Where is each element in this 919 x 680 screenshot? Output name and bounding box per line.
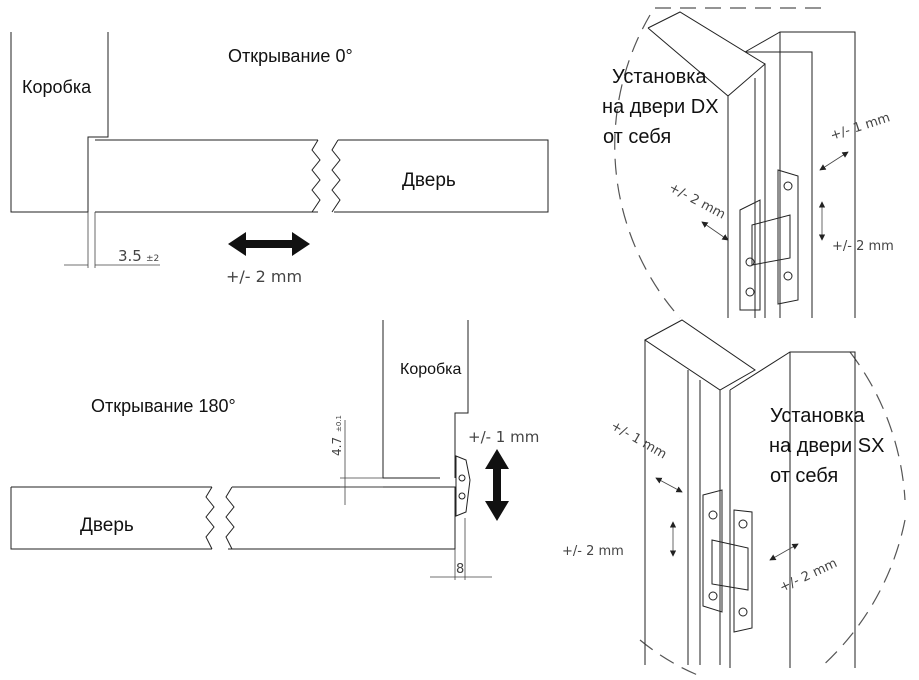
top-left-adjust-label: +/- 2 mm	[226, 267, 302, 286]
top-right-title-line1: Установка	[612, 66, 707, 88]
bottom-right-hinge-screw-2	[708, 591, 718, 601]
top-right-side-arrow-icon	[701, 221, 729, 241]
bottom-right-dashed-arc-top	[849, 351, 906, 501]
top-left-frame	[10, 32, 109, 213]
bottom-left-frame-label: Коробка	[400, 361, 462, 378]
bottom-right-dashed-arc-left	[639, 639, 701, 677]
bottom-right-hinge-screw-3	[738, 519, 748, 529]
top-right-hinge-screw-4	[783, 271, 793, 281]
top-left-door-label: Дверь	[402, 170, 456, 191]
top-right-section: Установка на двери DX от себя +/- 1 mm +…	[602, 7, 894, 319]
top-left-frame-label: Коробка	[22, 77, 92, 97]
bottom-right-title-line1: Установка	[770, 405, 865, 427]
bottom-right-hinge-screw-4	[738, 607, 748, 617]
top-left-title: Открывание 0°	[228, 46, 353, 66]
bottom-right-section: Установка на двери SX от себя +/- 1 mm +…	[562, 319, 906, 677]
top-right-frame	[647, 11, 766, 318]
bottom-right-dashed-arc-bottom	[819, 519, 906, 669]
bottom-right-depth-arrow-icon	[655, 477, 683, 493]
bottom-left-offset-dimension	[340, 420, 383, 505]
top-right-door	[744, 31, 856, 318]
top-right-hinge-screw-3	[783, 181, 793, 191]
bottom-right-hinge-screw-1	[708, 510, 718, 520]
bottom-right-hinge-knuckle	[711, 539, 749, 591]
bottom-left-width-value: 8	[456, 562, 464, 577]
bottom-left-door-label: Дверь	[80, 515, 134, 536]
top-left-gap-value: 3.5	[118, 247, 142, 265]
bottom-left-title: Открывание 180°	[91, 396, 236, 416]
bottom-left-hinge-body	[455, 455, 471, 517]
bottom-right-door	[729, 351, 856, 668]
top-left-section: Открывание 0° Коробка Дверь 3.5 ±2 +/- 2…	[10, 32, 549, 286]
top-right-height-label: +/- 2 mm	[832, 239, 894, 254]
top-right-hinge-screw-2	[745, 287, 755, 297]
bottom-right-title-line2: на двери SX	[769, 435, 884, 457]
bottom-left-offset-value: 4.7	[330, 437, 344, 456]
bottom-left-hinge-screw-1	[458, 474, 466, 482]
bottom-left-door-right	[228, 486, 456, 550]
bottom-right-side-arrow-icon	[769, 543, 799, 561]
top-right-side-label: +/- 2 mm	[666, 180, 728, 222]
top-left-gap-tolerance: ±2	[146, 254, 159, 264]
top-right-hinge-left-plate	[739, 199, 761, 311]
bottom-left-vertical-arrow-icon	[485, 449, 509, 521]
bottom-left-door-break-1	[205, 486, 215, 550]
bottom-right-hinge-right-plate	[733, 509, 753, 633]
bottom-right-side-label: +/- 2 mm	[777, 556, 839, 596]
top-left-horizontal-arrow-icon	[228, 232, 310, 256]
bottom-left-frame	[382, 320, 469, 479]
top-right-title-line2: на двери DX	[602, 96, 719, 118]
top-right-frame-inner	[754, 64, 766, 318]
top-right-depth-arrow-icon	[819, 151, 849, 171]
bottom-left-width-dimension	[430, 518, 492, 580]
bottom-left-offset-tolerance: ±0.1	[335, 415, 343, 432]
bottom-left-hinge-screw-2	[458, 492, 466, 500]
bottom-left-section: Открывание 180° Коробка Дверь 4.7 ±0.1 8…	[10, 320, 539, 580]
bottom-right-hinge-left-plate	[702, 489, 723, 613]
top-right-depth-label: +/- 1 mm	[829, 110, 892, 143]
top-right-title-line3: от себя	[603, 126, 671, 148]
top-right-hinge-screw-1	[745, 257, 755, 267]
bottom-right-height-label: +/- 2 mm	[562, 544, 624, 559]
bottom-left-door-left	[10, 486, 212, 550]
top-left-door-break-2	[331, 139, 341, 213]
top-right-hinge-right-plate	[777, 169, 799, 305]
top-left-door-break-1	[311, 139, 321, 213]
bottom-right-depth-label: +/- 1 mm	[608, 418, 669, 462]
top-right-dashed-arc	[614, 14, 681, 319]
top-left-door-left	[95, 139, 318, 213]
top-right-hinge-knuckle	[751, 214, 791, 266]
bottom-right-title-line3: от себя	[770, 465, 838, 487]
bottom-left-door-break-2	[225, 486, 235, 550]
bottom-right-frame	[644, 319, 756, 665]
bottom-left-adjust-label: +/- 1 mm	[468, 428, 539, 446]
top-left-door-right	[334, 139, 549, 213]
top-left-gap-extension-lines	[87, 212, 96, 268]
